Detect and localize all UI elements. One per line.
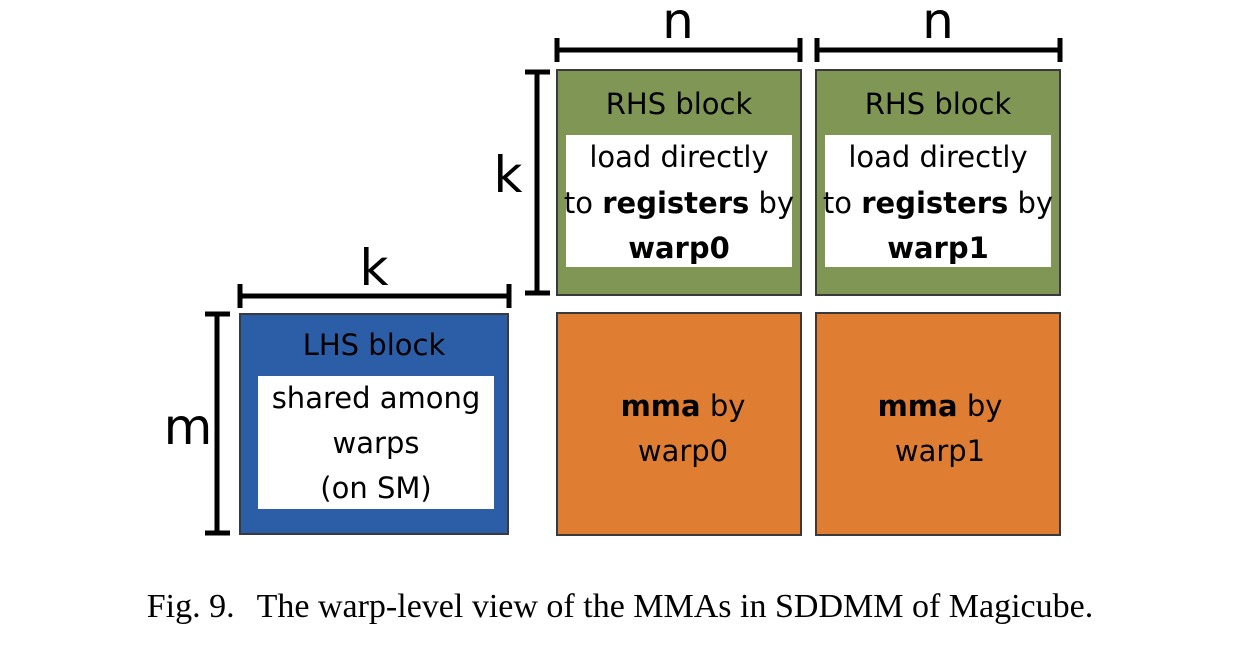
- rhs-inner-box: [825, 135, 1051, 267]
- rhs-line2: to registers by: [823, 186, 1053, 220]
- rhs-line1: load directly: [848, 140, 1027, 174]
- dimension-brackets: [205, 38, 1063, 536]
- rhs-inner-box: [566, 135, 792, 267]
- lhs-block: LHS block shared among warps (on SM): [239, 313, 509, 535]
- figure-caption: Fig. 9. The warp-level view of the MMAs i…: [0, 588, 1240, 626]
- n-left-label: n: [662, 0, 694, 50]
- diagram: n n k k m RHS block load directly to reg…: [164, 0, 1063, 536]
- mma-block-warp1: mma by warp1: [815, 312, 1061, 536]
- caption-label: Fig. 9.: [146, 588, 235, 625]
- lhs-line2: warps: [333, 426, 420, 460]
- lhs-line1: shared among: [272, 381, 481, 415]
- rhs-block-warp0: RHS block load directly to registers by …: [556, 69, 802, 296]
- rhs-line1: load directly: [589, 140, 768, 174]
- lhs-block-title: LHS block: [303, 328, 446, 362]
- k-vertical-label: k: [494, 146, 523, 204]
- mma-line1: mma by: [621, 389, 746, 423]
- m-label: m: [164, 398, 213, 456]
- rhs-block-title: RHS block: [865, 87, 1012, 121]
- rhs-block-title: RHS block: [606, 87, 753, 121]
- caption-text: The warp-level view of the MMAs in SDDMM…: [256, 588, 1094, 625]
- mma-block-warp0: mma by warp0: [556, 312, 802, 536]
- mma-line2: warp1: [895, 434, 985, 468]
- k-horizontal-label: k: [360, 239, 389, 297]
- mma-line2: warp0: [638, 434, 728, 468]
- rhs-line3: warp0: [628, 231, 730, 265]
- rhs-block-warp1: RHS block load directly to registers by …: [815, 69, 1061, 296]
- mma-line1: mma by: [878, 389, 1003, 423]
- lhs-inner-box: [258, 376, 494, 509]
- lhs-line3: (on SM): [320, 471, 431, 505]
- n-right-label: n: [922, 0, 954, 50]
- rhs-line2: to registers by: [564, 186, 794, 220]
- rhs-line3: warp1: [887, 231, 989, 265]
